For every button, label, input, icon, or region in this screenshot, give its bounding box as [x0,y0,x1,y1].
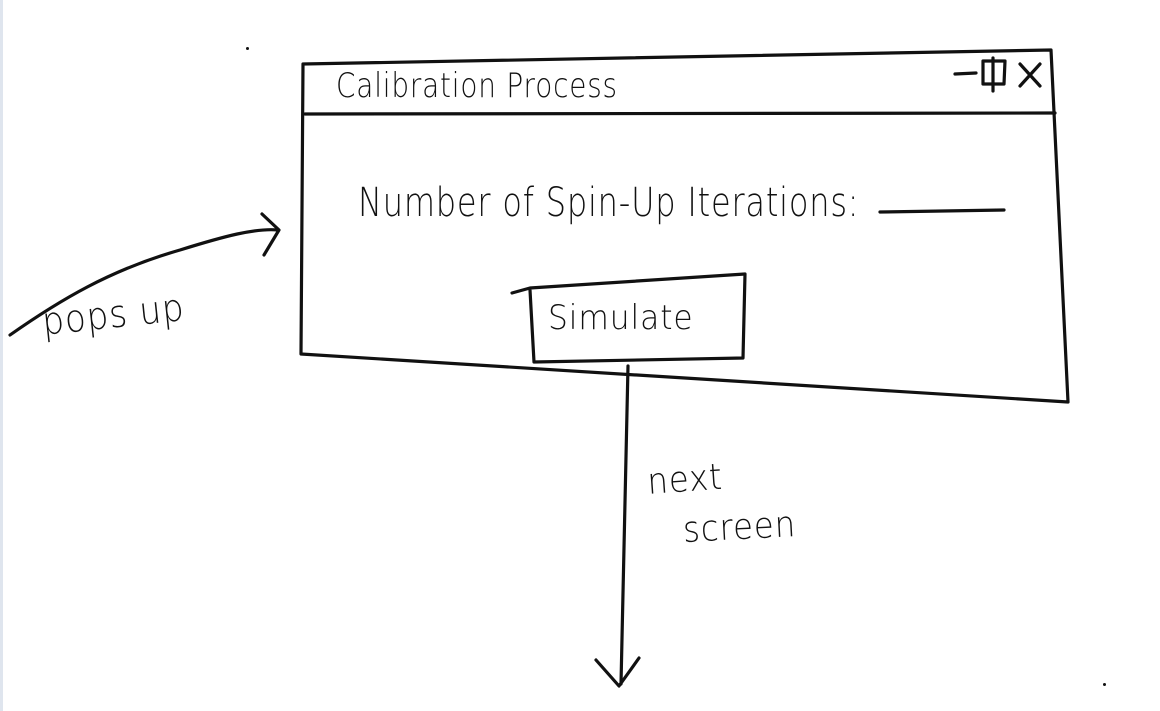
ink-speck [1103,683,1106,686]
close-icon [1018,62,1042,88]
canvas-edge [0,0,3,711]
minimize-icon [953,71,978,76]
next-annotation: next [646,456,725,503]
close-button[interactable] [1012,56,1044,96]
next-screen-arrowhead [594,656,641,688]
simulate-button-label: Simulate [548,298,694,338]
spin-up-iterations-input[interactable] [878,196,1010,218]
dialog-frame [299,48,1070,404]
window-title: Calibration Process [336,66,618,106]
spin-up-iterations-label: Number of Spin-Up Iterations: [358,180,860,226]
pops-up-arrow [8,228,280,337]
pops-up-arrowhead [260,212,281,257]
maximize-icon [981,56,1007,93]
window-controls [950,56,1046,96]
title-bar-divider [303,111,1057,116]
maximize-button[interactable] [980,56,1012,96]
simulate-button-outline [510,272,747,364]
minimize-button[interactable] [950,56,980,96]
screen-annotation: screen [682,504,798,551]
ink-speck [246,47,249,50]
next-screen-arrow [619,364,630,686]
